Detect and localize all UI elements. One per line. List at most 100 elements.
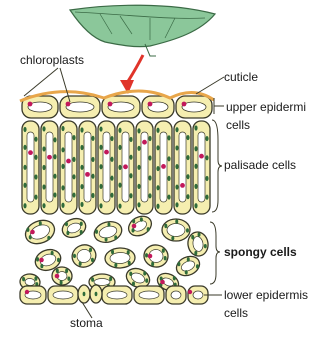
chloroplast	[23, 165, 26, 170]
chloroplast	[34, 276, 37, 280]
chloroplast	[118, 183, 121, 188]
chloroplast	[29, 235, 32, 239]
chloroplast	[127, 250, 130, 254]
chloroplast	[61, 164, 64, 169]
nucleus	[104, 150, 109, 155]
chloroplast	[175, 219, 178, 223]
chloroplast	[151, 262, 154, 266]
chloroplast	[51, 251, 54, 255]
chloroplast	[79, 262, 82, 266]
nucleus	[148, 254, 153, 259]
chloroplast	[156, 166, 159, 171]
chloroplast	[67, 276, 70, 280]
chloroplast	[198, 232, 201, 236]
chloroplast	[194, 184, 197, 189]
chloroplast	[137, 184, 140, 189]
nucleus	[28, 150, 33, 155]
chloroplast	[99, 203, 102, 208]
chloroplast	[53, 154, 56, 159]
chloroplast	[39, 221, 42, 225]
chloroplast	[185, 270, 188, 274]
nucleus	[199, 154, 204, 159]
nucleus	[108, 102, 113, 107]
chloroplast	[91, 157, 94, 162]
chloroplast	[205, 136, 208, 141]
nucleus	[161, 164, 166, 169]
zoom-arrow-icon	[120, 55, 143, 94]
chloroplast	[61, 147, 64, 152]
chloroplast	[162, 248, 165, 252]
chloroplast	[34, 195, 37, 200]
chloroplast	[114, 235, 117, 239]
vacuole	[139, 291, 159, 299]
chloroplast	[42, 126, 45, 131]
chloroplast	[99, 145, 102, 150]
chloroplast	[99, 164, 102, 169]
chloroplast	[132, 282, 135, 286]
chloroplast	[91, 136, 94, 141]
nucleus	[25, 290, 29, 294]
vacuole	[107, 291, 127, 299]
chloroplast	[156, 128, 159, 133]
chloroplast	[61, 185, 64, 190]
chloroplast	[177, 262, 180, 266]
nucleus	[30, 230, 35, 235]
chloroplast	[131, 228, 134, 232]
palisade-label: palisade cells	[224, 158, 296, 172]
nucleus	[55, 274, 60, 279]
chloroplast	[194, 125, 197, 130]
chloroplast	[148, 175, 151, 180]
chloroplast	[60, 280, 63, 284]
chloroplast	[156, 185, 159, 190]
chloroplast	[132, 219, 135, 223]
chloroplast	[72, 192, 75, 197]
chloroplast	[34, 137, 37, 142]
chloroplast	[72, 135, 75, 140]
chloroplast	[137, 165, 140, 170]
chloroplast	[167, 194, 170, 199]
chloroplast	[22, 277, 25, 281]
chloroplast	[167, 176, 170, 181]
chloroplast	[148, 155, 151, 160]
chloroplast	[109, 277, 112, 281]
chloroplast	[23, 145, 26, 150]
chloroplast	[128, 261, 131, 265]
chloroplast	[205, 155, 208, 160]
chloroplast	[110, 136, 113, 141]
chloroplast	[42, 165, 45, 170]
nucleus	[85, 172, 90, 177]
chloroplast	[72, 157, 75, 162]
chloroplast	[194, 146, 197, 151]
chloroplast	[191, 235, 194, 239]
chloroplast	[118, 128, 121, 133]
chloroplast	[73, 254, 76, 258]
vacuole	[193, 291, 203, 299]
chloroplast	[23, 127, 26, 132]
chloroplast	[196, 264, 199, 268]
nucleus	[47, 155, 52, 160]
chloroplast	[167, 135, 170, 140]
chloroplast	[186, 228, 189, 232]
nucleus	[188, 290, 192, 294]
chloroplast	[23, 183, 26, 188]
chloroplast	[99, 184, 102, 189]
chloroplast	[61, 203, 64, 208]
chloroplast	[186, 155, 189, 160]
chloroplast	[175, 184, 178, 189]
chloroplast	[107, 222, 110, 226]
chloroplast	[53, 174, 56, 179]
chloroplast	[186, 174, 189, 179]
chloroplast	[80, 127, 83, 132]
chloroplast	[42, 203, 45, 208]
chloroplast	[91, 258, 94, 262]
chloroplast	[42, 184, 45, 189]
chloroplast	[80, 165, 83, 170]
vacuole	[103, 132, 110, 202]
chloroplast	[129, 173, 132, 178]
chloroplast	[34, 155, 37, 160]
chloroplast	[175, 145, 178, 150]
chloroplast	[110, 176, 113, 181]
chloroplast	[118, 165, 121, 170]
chloroplast	[26, 228, 29, 232]
